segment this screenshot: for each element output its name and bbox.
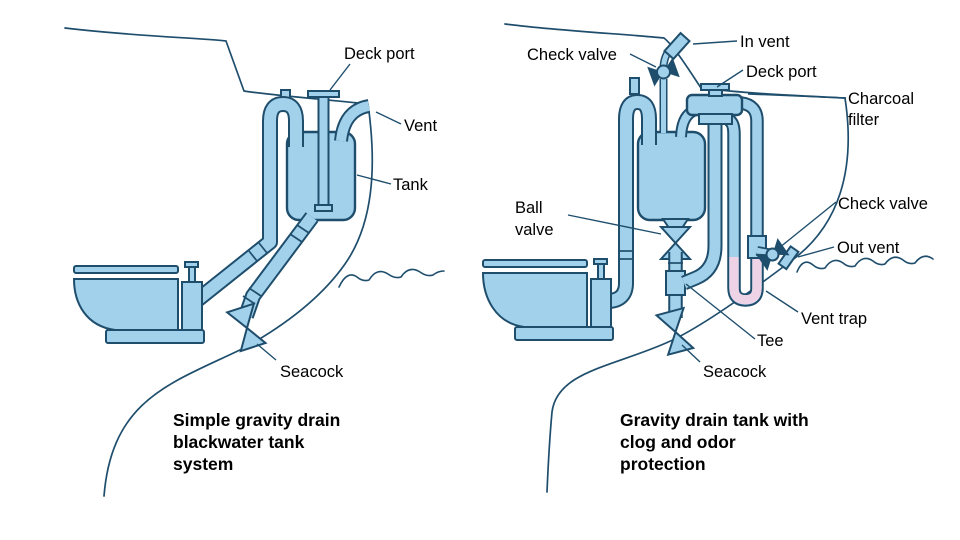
left-drain-joint-tick xyxy=(248,287,262,297)
left-waterline-waves xyxy=(338,268,445,288)
toilet-pump-handle-stem xyxy=(188,266,196,283)
leader-tank xyxy=(356,174,392,185)
right-tank xyxy=(636,130,707,222)
right-waterline-waves xyxy=(796,255,934,273)
label-ball-valve-line2: valve xyxy=(515,221,554,239)
toilet-lid xyxy=(73,265,179,274)
toilet-pump xyxy=(590,278,612,328)
label-deck-port: Deck port xyxy=(344,45,415,63)
label-charcoal-filter-line2: filter xyxy=(848,111,880,129)
top-check-valve xyxy=(647,57,680,87)
left-deck-port-cap xyxy=(307,90,340,98)
right-diagram: Check valve In vent Deck port Charcoal f… xyxy=(481,23,934,493)
left-caption-line1: Simple gravity drain xyxy=(173,410,340,430)
toilet-lid xyxy=(482,259,588,268)
right-toilet-loop-pipe xyxy=(608,96,655,307)
left-caption-line2: blackwater tank xyxy=(173,432,305,452)
leader-seacock-right xyxy=(681,344,701,363)
left-diagram: Deck port Vent Tank Seacock Simple gravi… xyxy=(64,27,445,497)
left-loop-joint-tick xyxy=(248,250,258,262)
ball-valve-upper-cone xyxy=(658,226,693,245)
right-caption-line3: protection xyxy=(620,454,706,474)
leader-ball-valve xyxy=(567,214,662,235)
label-seacock-right: Seacock xyxy=(703,363,767,381)
toilet-pump-handle-stem xyxy=(597,263,605,280)
seacock-lower-cone xyxy=(239,326,268,353)
charcoal-filter-flange xyxy=(698,113,733,125)
label-tee: Tee xyxy=(757,332,784,350)
leader-deck-port-right xyxy=(716,69,744,88)
left-deck-port-pipe-foot xyxy=(314,204,333,212)
seacock-upper-cone xyxy=(654,306,686,334)
left-toilet-loop-pipe xyxy=(192,98,302,306)
label-seacock: Seacock xyxy=(280,363,344,381)
left-caption-line3: system xyxy=(173,454,233,474)
leader-out-vent xyxy=(797,246,835,258)
left-drain-joint-tick xyxy=(242,295,256,305)
right-deck-port-cap xyxy=(700,83,730,91)
label-deck-port-right: Deck port xyxy=(746,63,817,81)
check-valve-body xyxy=(656,64,671,80)
leader-vent xyxy=(375,111,402,125)
label-tank: Tank xyxy=(393,176,429,194)
seacock-upper-cone xyxy=(225,302,256,330)
left-drain-pipe xyxy=(240,213,317,318)
label-check-valve-right: Check valve xyxy=(838,195,928,213)
left-hull-outline xyxy=(64,27,374,497)
vent-trap-liquid xyxy=(729,257,762,305)
left-vent-pipe xyxy=(336,101,371,142)
label-check-valve-top: Check valve xyxy=(527,46,617,64)
label-vent: Vent xyxy=(404,117,437,135)
right-siphon-break-stub xyxy=(629,77,640,95)
left-loop-joint-tick xyxy=(258,242,268,254)
left-drain-joint-tick xyxy=(289,233,303,243)
left-toilet xyxy=(72,261,205,344)
right-caption-line1: Gravity drain tank with xyxy=(620,410,809,430)
right-toilet xyxy=(481,258,614,341)
tee-fitting xyxy=(665,270,686,296)
leader-charcoal-filter xyxy=(747,93,847,99)
label-ball-valve-line1: Ball xyxy=(515,199,543,217)
leader-seacock xyxy=(256,343,277,361)
in-vent-fitting xyxy=(663,31,691,61)
leader-vent-trap xyxy=(765,290,799,313)
left-seacock-valve xyxy=(225,302,268,353)
leader-in-vent xyxy=(692,40,738,45)
check-valve-body xyxy=(765,247,780,262)
toilet-bowl xyxy=(481,272,588,328)
right-hull-outline xyxy=(504,23,850,493)
right-caption-line2: clog and odor xyxy=(620,432,736,452)
toilet-bowl xyxy=(72,278,179,331)
label-vent-trap: Vent trap xyxy=(801,310,867,328)
toilet-pump xyxy=(181,281,203,331)
charcoal-filter-box xyxy=(685,93,744,117)
leader-tee xyxy=(685,283,756,340)
leader-check-valve-top xyxy=(629,53,657,68)
leader-deck-port xyxy=(329,63,351,91)
label-in-vent: In vent xyxy=(740,33,790,51)
toilet-base xyxy=(514,326,614,341)
in-vent-scoop xyxy=(663,31,691,61)
label-charcoal-filter-line1: Charcoal xyxy=(848,90,914,108)
deck-port-riser xyxy=(681,115,721,289)
right-caption: Gravity drain tank with clog and odor pr… xyxy=(620,410,809,474)
toilet-base xyxy=(105,329,205,344)
left-caption: Simple gravity drain blackwater tank sys… xyxy=(173,410,340,474)
label-out-vent: Out vent xyxy=(837,239,900,257)
left-drain-joint-tick xyxy=(296,224,310,234)
leader-check-valve-right xyxy=(778,201,837,249)
